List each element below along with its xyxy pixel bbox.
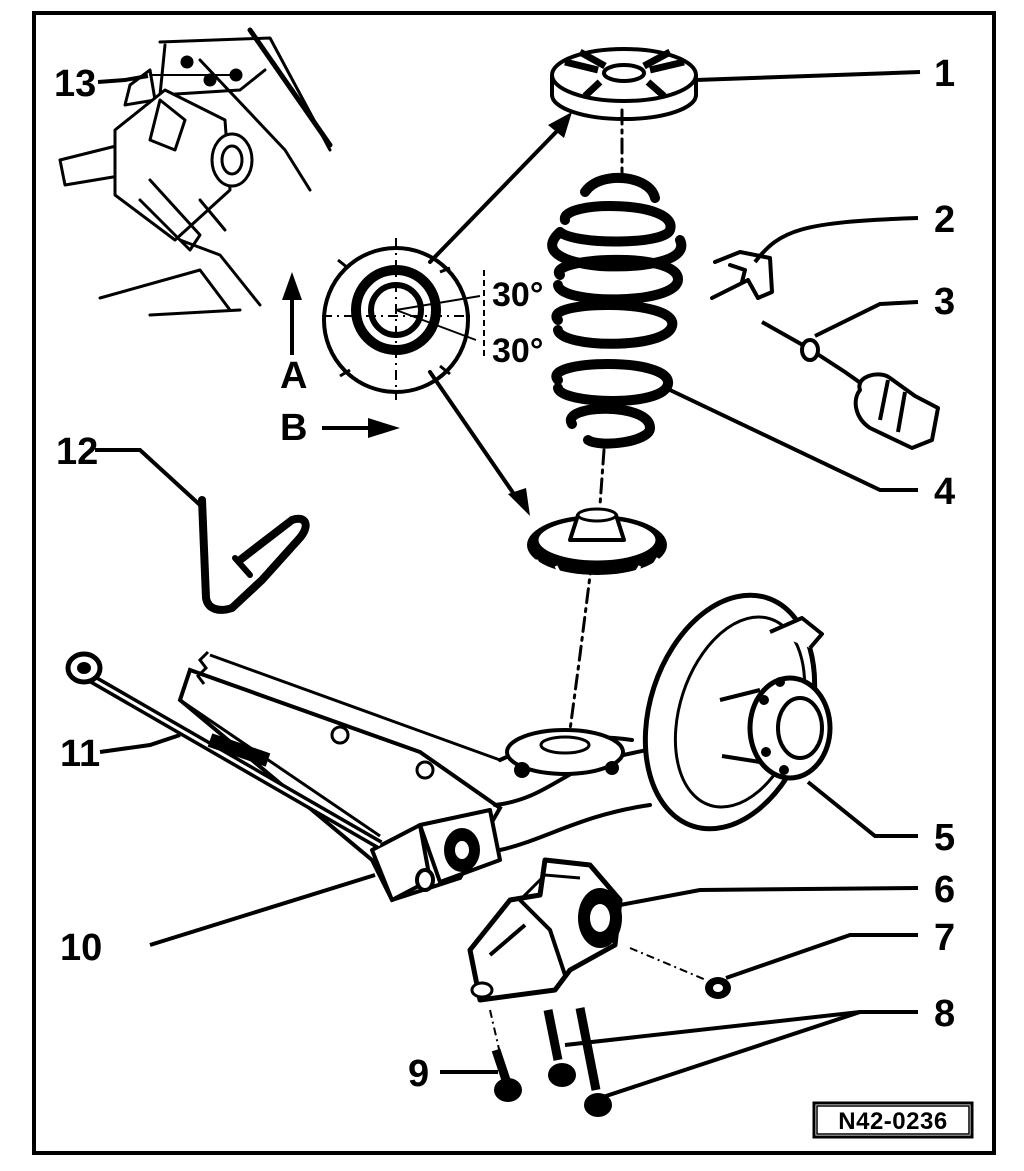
angle-label-upper: 30° bbox=[492, 276, 543, 314]
mounting-bracket bbox=[467, 857, 623, 1003]
callout-2: 2 bbox=[934, 199, 955, 241]
angle-detail-disk bbox=[322, 238, 485, 400]
arrow-head-lower bbox=[508, 488, 530, 516]
leader-lines bbox=[95, 70, 921, 1100]
callout-1: 1 bbox=[934, 53, 955, 95]
callout-3: 3 bbox=[934, 281, 955, 323]
view-label-a: A bbox=[280, 355, 307, 397]
arrow-head-upper bbox=[548, 112, 572, 138]
coil-spring-inner bbox=[554, 204, 680, 386]
view-arrow-b bbox=[322, 418, 400, 438]
spring-center-line bbox=[568, 108, 624, 732]
reference-code: N42-0236 bbox=[838, 1108, 947, 1135]
callout-12: 12 bbox=[56, 431, 98, 473]
axle-beam bbox=[177, 650, 503, 903]
callout-4: 4 bbox=[934, 471, 955, 513]
callout-9: 9 bbox=[408, 1053, 429, 1095]
callout-13: 13 bbox=[54, 63, 96, 105]
callout-5: 5 bbox=[934, 817, 955, 859]
callout-numbers: 1 2 3 4 5 6 7 8 9 10 11 12 13 bbox=[54, 53, 955, 1095]
view-arrow-a bbox=[282, 272, 302, 355]
callout-8: 8 bbox=[934, 993, 955, 1035]
callout-10: 10 bbox=[60, 927, 102, 969]
reference-code-box: N42-0236 bbox=[812, 1101, 974, 1139]
callout-7: 7 bbox=[934, 917, 955, 959]
bolts bbox=[489, 1007, 612, 1117]
lower-spring-seat bbox=[527, 507, 667, 583]
panhard-rod bbox=[65, 651, 383, 850]
wheel-hub bbox=[719, 675, 833, 781]
upper-spring-seat bbox=[550, 47, 698, 121]
spring-perch bbox=[505, 728, 625, 778]
detail-13-illustration bbox=[58, 27, 333, 317]
wear-sensor bbox=[761, 320, 940, 450]
hex-nut bbox=[629, 947, 731, 999]
callout-11: 11 bbox=[60, 733, 100, 775]
angle-label-lower: 30° bbox=[492, 332, 543, 370]
view-label-b: B bbox=[280, 407, 307, 449]
callout-6: 6 bbox=[934, 869, 955, 911]
reference-arrows bbox=[428, 126, 562, 502]
bracket-clip bbox=[710, 250, 774, 300]
cable-bracket bbox=[198, 496, 310, 614]
